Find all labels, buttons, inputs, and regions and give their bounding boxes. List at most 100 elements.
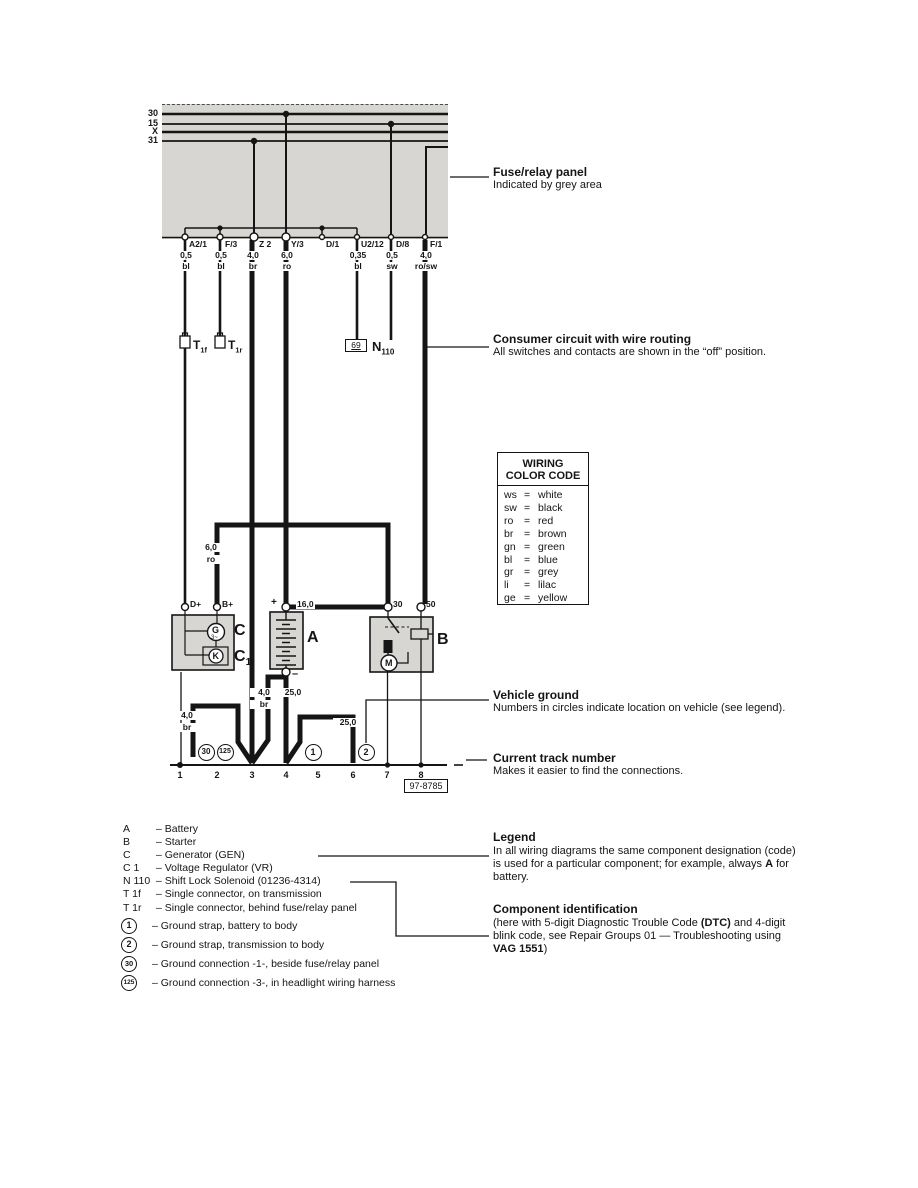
component-id-line2: blink code, see Repair Groups 01 — Troub… <box>493 930 782 942</box>
track-number-7: 7 <box>384 770 390 780</box>
c1-sub: 1 <box>245 657 252 669</box>
track-number-4: 4 <box>283 770 289 780</box>
color-code-row: bl=blue <box>504 553 558 566</box>
track-number-1: 1 <box>177 770 183 780</box>
battery-plus-label: + <box>271 597 277 608</box>
annotation-track-number-sub: Makes it easier to find the connections. <box>493 765 684 777</box>
component-label-a: A <box>307 629 319 646</box>
color-code-row: ws=white <box>504 489 563 501</box>
n110-letter: N <box>372 339 382 354</box>
gen-wire-color: ro <box>197 555 225 564</box>
consumer-wires <box>183 240 428 763</box>
ground-circle-2: 2 <box>357 743 375 761</box>
ground-circle-125: 125 <box>216 743 234 761</box>
color-code-row: br=brown <box>504 527 567 540</box>
terminal-dplus-label: D+ <box>190 599 202 609</box>
wire-gauge-1: 0,5 <box>170 251 202 260</box>
legend-item-c1: C 1– Voltage Regulator (VR) <box>123 862 273 875</box>
terminal-label-d-1: D/1 <box>326 239 340 249</box>
wire-gauge-4: 6,0 <box>271 251 303 260</box>
color-code-title-line2: COLOR CODE <box>505 470 581 482</box>
bus-lines <box>162 112 448 239</box>
ground-legend-item-1: 1– Ground strap, battery to body <box>121 917 395 936</box>
terminal-label-a2-1: A2/1 <box>189 239 207 249</box>
connector-label-t1f: T1f <box>193 339 207 354</box>
terminal-label-y-3: Y/3 <box>291 239 304 249</box>
generator-phase-symbol: 3~ <box>211 634 218 641</box>
wire-color-2: bl <box>205 262 237 271</box>
legend-text-line2: is used for a particular component; for … <box>493 858 789 870</box>
annotation-legend-title: Legend <box>493 830 536 844</box>
ground-stub-gauge: 4,0 <box>173 711 201 720</box>
t1f-letter: T <box>193 338 201 352</box>
component-label-c1: C1 <box>234 649 251 668</box>
annotation-vehicle-ground-sub: Numbers in circles indicate location on … <box>493 702 786 714</box>
wire-color-6: bl <box>342 262 374 271</box>
annotation-legend-text: In all wiring diagrams the same componen… <box>493 845 853 884</box>
terminal-30-label: 30 <box>393 599 403 609</box>
wire-gauge-6: 0,35 <box>342 251 374 260</box>
color-code-title-line1: WIRING <box>522 458 564 470</box>
wire-color-1: bl <box>170 262 202 271</box>
annotation-consumer-sub: All switches and contacts are shown in t… <box>493 346 767 358</box>
t1r-sub: 1r <box>235 345 243 355</box>
generator-symbol <box>184 611 229 666</box>
n110-sub: 110 <box>381 347 395 357</box>
battery-box <box>269 611 304 670</box>
track-number-2: 2 <box>214 770 220 780</box>
battery-symbol <box>276 611 296 668</box>
annotation-fuse-panel-title: Fuse/relay panel <box>493 165 588 179</box>
battery-minus-label: – <box>292 668 299 680</box>
bus-label-15: 15 <box>147 118 158 128</box>
terminal-label-f-1: F/1 <box>430 239 443 249</box>
bus-label-31: 31 <box>147 135 158 145</box>
t1f-sub: 1f <box>200 345 207 355</box>
t1r-letter: T <box>228 338 236 352</box>
battery-strap-gauge: 25,0 <box>278 688 308 697</box>
legend-item-t1r: T 1r– Single connector, behind fuse/rela… <box>123 901 357 914</box>
ground-circle-30: 30 <box>197 743 215 761</box>
component-id-line3: VAG 1551) <box>493 943 548 955</box>
starter-box <box>369 616 434 673</box>
color-code-row: gr=grey <box>504 566 559 579</box>
wire-color-3: br <box>237 262 269 271</box>
color-code-row: sw=black <box>504 501 563 514</box>
terminal-bplus-label: B+ <box>222 599 234 609</box>
connector-t1f-icon <box>179 335 191 349</box>
ground-legend-item-30: 30– Ground connection -1-, beside fuse/r… <box>121 955 395 974</box>
terminal-label-d-8: D/8 <box>396 239 410 249</box>
annotation-fuse-panel-sub: Indicated by grey area <box>493 179 602 191</box>
regulator-k-symbol: K <box>212 651 220 661</box>
wire-color-8: ro/sw <box>410 262 442 271</box>
diagram-ref-number: 97-8785 <box>404 779 448 793</box>
connector-label-t1r: T1r <box>228 339 242 354</box>
component-legend-list: A– Battery B– Starter C– Generator (GEN)… <box>123 823 357 915</box>
wiring-color-code-box: WIRING COLOR CODE ws=white sw=black ro=r… <box>497 452 589 605</box>
c1-letter: C <box>234 648 246 665</box>
motor-m-symbol: M <box>385 658 393 668</box>
wire-color-7: sw <box>376 262 408 271</box>
solenoid-label-n110: N110 <box>372 340 394 357</box>
wire-gauge-7: 0,5 <box>376 251 408 260</box>
color-code-row: ge=yellow <box>504 592 568 605</box>
dtc-code: 69 <box>351 340 361 350</box>
track-dots <box>177 762 424 768</box>
bus-label-x: X <box>151 126 158 136</box>
battery-ground-color: br <box>250 700 278 709</box>
ground-legend-item-125: 125– Ground connection -3-, in headlight… <box>121 973 395 992</box>
legend-text-line3: battery. <box>493 871 529 883</box>
color-code-row: li=lilac <box>504 579 557 592</box>
terminal-label-f-3: F/3 <box>225 239 238 249</box>
annotation-consumer-title: Consumer circuit with wire routing <box>493 332 692 346</box>
color-code-row: gn=green <box>504 540 565 553</box>
gen-wire-gauge: 6,0 <box>197 543 225 552</box>
legend-item-t1f: T 1f– Single connector, on transmission <box>123 888 322 901</box>
wire-gauge-3: 4,0 <box>237 251 269 260</box>
connector-t1r-icon <box>214 335 226 349</box>
battery-starter-gauge: 16,0 <box>296 599 315 609</box>
legend-text-line1: In all wiring diagrams the same componen… <box>493 845 796 857</box>
dtc-code-box: 69 <box>345 339 367 352</box>
ground-legend-item-2: 2– Ground strap, transmission to body <box>121 936 395 955</box>
